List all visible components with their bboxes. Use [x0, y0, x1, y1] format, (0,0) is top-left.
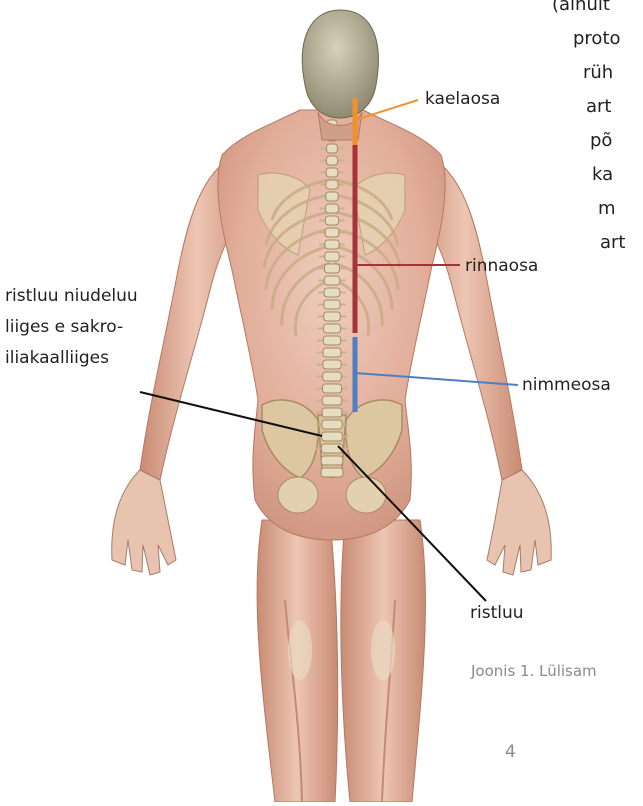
body-text-fragment: proto	[573, 28, 621, 49]
body-text-fragment: põ	[590, 130, 612, 151]
page-number: 4	[505, 742, 516, 762]
body-text-fragment: rüh	[583, 62, 613, 83]
body-text-fragment: m	[598, 198, 616, 219]
body-text-fragment: (ainult	[552, 0, 610, 15]
body-text-fragment: art	[586, 96, 612, 117]
body-text-fragment: ka	[592, 164, 613, 185]
body-text-fragment: art	[600, 232, 626, 253]
figure-caption: Joonis 1. Lülisam	[471, 662, 597, 680]
